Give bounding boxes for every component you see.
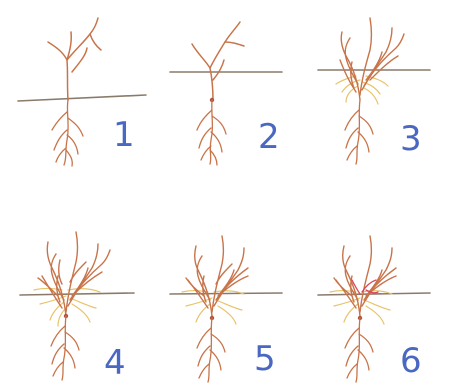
step-panel-5: 5 xyxy=(170,236,282,382)
step-number-6: 6 xyxy=(400,341,422,381)
plant-shoots xyxy=(340,18,404,100)
step-panel-4: 4 xyxy=(20,232,134,383)
step-number-2: 2 xyxy=(258,117,280,157)
plant-shoots xyxy=(38,232,110,316)
plant-roots xyxy=(345,318,373,382)
plant-roots xyxy=(345,100,373,164)
ground-line xyxy=(170,293,282,294)
plant-roots xyxy=(51,316,79,380)
plant-shoots xyxy=(48,18,101,100)
plant-roots xyxy=(52,100,83,166)
step-panel-1: 1 xyxy=(18,18,146,166)
plant-roots xyxy=(197,100,226,165)
step-panel-6: 6 xyxy=(318,236,430,382)
step-number-3: 3 xyxy=(400,119,422,159)
ground-line xyxy=(20,293,134,295)
ground-line xyxy=(318,293,430,295)
step-panel-2: 2 xyxy=(170,22,282,165)
plant-roots xyxy=(197,318,225,382)
step-panel-3: 3 xyxy=(318,18,430,164)
step-number-5: 5 xyxy=(254,339,276,379)
plant-shoots xyxy=(192,22,244,100)
step-number-1: 1 xyxy=(113,115,135,155)
step-number-4: 4 xyxy=(104,343,126,383)
ground-line xyxy=(18,95,146,101)
